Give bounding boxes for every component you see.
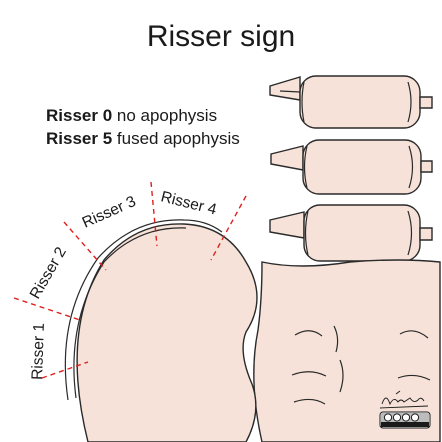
stage-dividers [13,181,247,379]
diagram-title: Risser sign [147,20,295,53]
divider-end [210,195,247,261]
legend-risser-0-description: no apophysis [112,106,217,125]
divider-start [41,361,89,379]
legend: Risser 0 no apophysis Risser 5 fused apo… [46,106,240,148]
cc-license-badge-icon [379,411,431,429]
divider-r3-r4 [150,181,158,247]
divider-r2-r3 [63,221,107,271]
legend-risser-5-description: fused apophysis [112,129,240,148]
legend-risser-0-label: Risser 0 [46,106,112,125]
sacrum [253,259,441,442]
stage-label-risser-2: Risser 2 [27,244,70,302]
divider-r1-r2 [13,297,81,321]
vertebra-middle [270,139,433,195]
vertebra-lower [269,204,433,262]
legend-risser-5-label: Risser 5 [46,129,112,148]
author-signature [379,390,429,409]
legend-item-risser-5: Risser 5 fused apophysis [46,129,240,148]
stage-label-risser-1: Risser 1 [29,323,48,380]
stage-label-risser-3: Risser 3 [80,193,139,232]
stage-label-risser-4: Risser 4 [159,188,219,218]
legend-item-risser-0: Risser 0 no apophysis [46,106,217,125]
ilium [64,219,258,442]
vertebra-upper [269,75,433,129]
